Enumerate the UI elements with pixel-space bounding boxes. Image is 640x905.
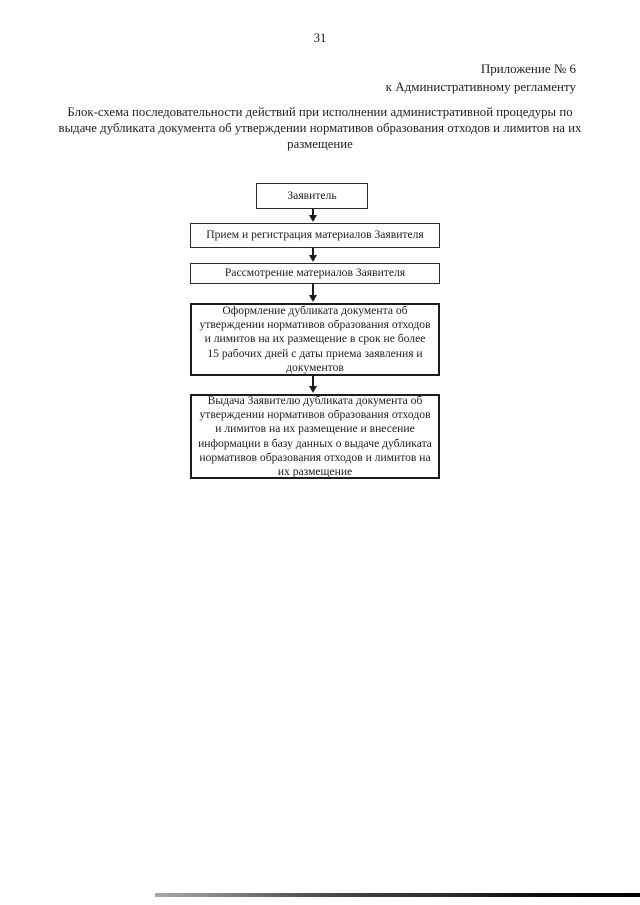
flow-arrow-down-icon xyxy=(308,209,318,222)
arrow-head xyxy=(309,255,317,262)
flow-node-reception-label: Прием и регистрация материалов Заявителя xyxy=(206,228,424,242)
arrow-head xyxy=(309,295,317,302)
flow-arrow-down-icon xyxy=(308,376,318,393)
arrow-shaft xyxy=(312,284,314,295)
flow-node-applicant: Заявитель xyxy=(256,183,368,209)
arrow-shaft xyxy=(312,376,314,386)
flow-arrow-down-icon xyxy=(308,248,318,262)
arrow-shaft xyxy=(312,209,314,215)
flow-node-applicant-label: Заявитель xyxy=(287,188,337,202)
flow-node-issuance: Выдача Заявителю дубликата документа об … xyxy=(190,394,440,479)
arrow-head xyxy=(309,215,317,222)
arrow-shaft xyxy=(312,248,314,255)
scan-artifact-line xyxy=(155,893,640,897)
flow-node-processing: Оформление дубликата документа об утверж… xyxy=(190,303,440,376)
arrow-head xyxy=(309,386,317,393)
appendix-heading: Приложение № 6 к Административному регла… xyxy=(386,60,576,96)
appendix-line-2: к Административному регламенту xyxy=(385,79,576,94)
flow-node-reception: Прием и регистрация материалов Заявителя xyxy=(190,223,440,248)
document-title: Блок-схема последовательности действий п… xyxy=(58,105,582,151)
flow-node-review-label: Рассмотрение материалов Заявителя xyxy=(224,266,406,280)
flow-arrow-down-icon xyxy=(308,284,318,302)
page-number: 31 xyxy=(313,31,327,45)
flow-node-review: Рассмотрение материалов Заявителя xyxy=(190,263,440,284)
appendix-line-1: Приложение № 6 xyxy=(480,61,576,76)
flow-node-issuance-label: Выдача Заявителю дубликата документа об … xyxy=(198,393,432,479)
flow-node-processing-label: Оформление дубликата документа об утверж… xyxy=(199,303,431,374)
